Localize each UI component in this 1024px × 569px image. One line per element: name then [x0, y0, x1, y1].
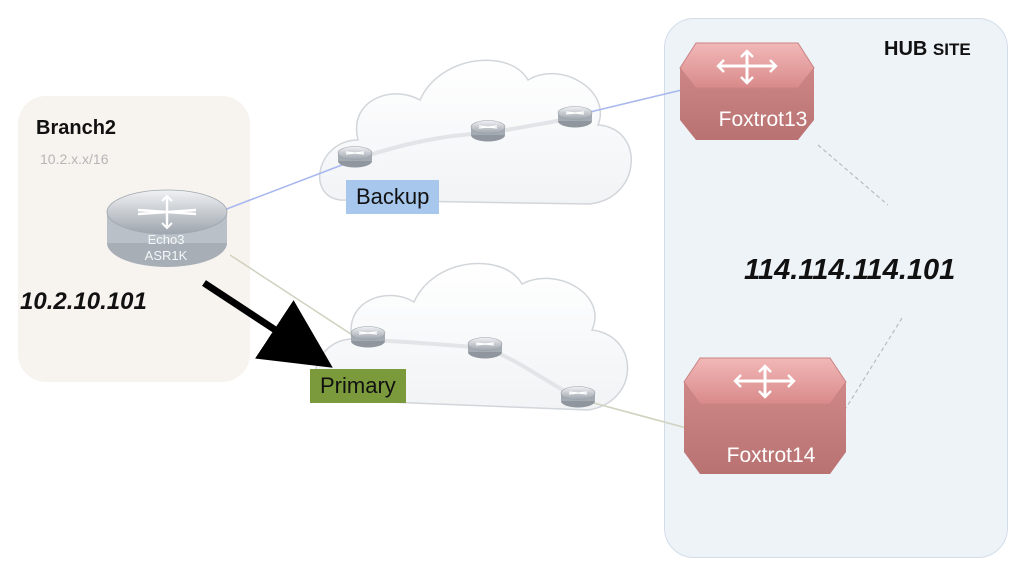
primary-hub-link [589, 401, 695, 431]
primary-path-label: Primary [310, 369, 406, 403]
foxtrot14-label: Foxtrot14 [726, 444, 816, 467]
branch-ip-address: 10.2.10.101 [20, 288, 147, 315]
echo3-model: ASR1K [144, 248, 188, 263]
hub-title-small: SITE [932, 40, 971, 59]
backup-hub-link [589, 87, 691, 113]
hub-link-top [817, 144, 889, 206]
primary-router-3-icon [560, 385, 596, 409]
backup-router-3-icon [557, 105, 593, 129]
backup-path-label: Backup [346, 180, 440, 214]
foxtrot14-router-icon [683, 357, 847, 474]
primary-router-2-icon [467, 336, 503, 360]
backup-router-1-icon [337, 145, 373, 169]
hub-site-title: HUB SITE [884, 38, 971, 61]
backup-link [223, 159, 356, 211]
echo3-name: Echo3 [147, 232, 185, 247]
echo3-router-icon [106, 189, 228, 267]
hub-ip-address: 114.114.114.101 [744, 254, 956, 286]
primary-link [229, 254, 361, 341]
backup-router-2-icon [470, 119, 506, 143]
primary-router-1-icon [350, 325, 386, 349]
branch-subnet: 10.2.x.x/16 [40, 151, 109, 167]
hub-link-bottom [845, 317, 903, 409]
hub-title-main: HUB [884, 38, 933, 60]
foxtrot13-router-icon [679, 42, 815, 140]
foxtrot13-label: Foxtrot13 [718, 108, 808, 131]
primary-path-arrow-icon [202, 280, 333, 368]
echo3-label: Echo3 ASR1K [128, 232, 204, 264]
branch-title: Branch2 [36, 117, 117, 139]
